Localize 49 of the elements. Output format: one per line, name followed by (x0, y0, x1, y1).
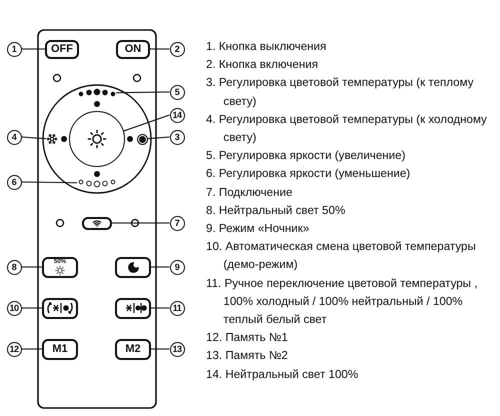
remote-button: OFF (45, 40, 79, 58)
callout-number: 11 (170, 300, 184, 316)
description-text: 10. Автоматическая смена цветовой температуры (демо-режим) (206, 239, 477, 274)
callout-number: 13 (170, 342, 184, 356)
leader-line (151, 348, 170, 350)
callout-number: 6 (6, 174, 22, 190)
callout-number: 14 (170, 108, 184, 122)
remote-button: M2 (115, 338, 151, 360)
leader-line (22, 48, 45, 50)
callout-number: 1 (6, 42, 22, 56)
description-text: 6. Регулировка яркости (уменьшение) (206, 166, 412, 182)
leader-line (22, 181, 77, 184)
mode-button (115, 298, 151, 318)
description-text: 14. Нейтральный свет 100% (206, 366, 360, 383)
description-text: 9. Режим «Ночник» (206, 221, 310, 238)
leader-line (112, 222, 170, 224)
description-text: 5. Регулировка яркости (увеличение) (206, 148, 406, 164)
leader-line (22, 307, 42, 309)
callout-number: 8 (6, 260, 22, 274)
callout-number: 4 (6, 130, 22, 144)
leader-line (147, 136, 170, 140)
moon-button (115, 256, 151, 278)
description-text: 1. Кнопка выключения (206, 39, 328, 55)
callout-number: 10 (6, 300, 22, 316)
description-text: 11. Ручное переключение цветовой температуры , 100% холодный / 100% нейтральный / 100% теплый белый свет (206, 276, 478, 328)
callout-number: 3 (170, 130, 184, 144)
leader-line (22, 348, 42, 350)
leader-line (22, 266, 42, 268)
mode-button (42, 298, 78, 318)
remote-button: M1 (42, 338, 78, 360)
callout-number: 7 (170, 216, 184, 230)
callout-number: 2 (170, 42, 184, 56)
remote-button: ON (116, 40, 150, 58)
description-text: 8. Нейтральный свет 50% (206, 202, 346, 219)
description-text: 2. Кнопка включения (206, 57, 319, 74)
leader-line (116, 91, 170, 94)
callout-number: 12 (6, 342, 22, 356)
leader-line (150, 48, 170, 50)
leader-line (151, 266, 170, 268)
callout-number: 9 (170, 260, 184, 274)
description-text: 7. Подключение (206, 184, 294, 201)
callout-number: 5 (170, 84, 184, 100)
description-text: 3. Регулировка цветовой температуры (к теплому свету) (206, 75, 475, 110)
leader-line (124, 114, 170, 132)
description-text: 12. Память №1 (206, 330, 289, 346)
leader-line (151, 307, 170, 309)
description-text: 13. Память №2 (206, 348, 289, 364)
description-text: 4. Регулировка цветовой температуры (к холодному свету) (206, 112, 488, 146)
leader-line (21, 136, 46, 140)
